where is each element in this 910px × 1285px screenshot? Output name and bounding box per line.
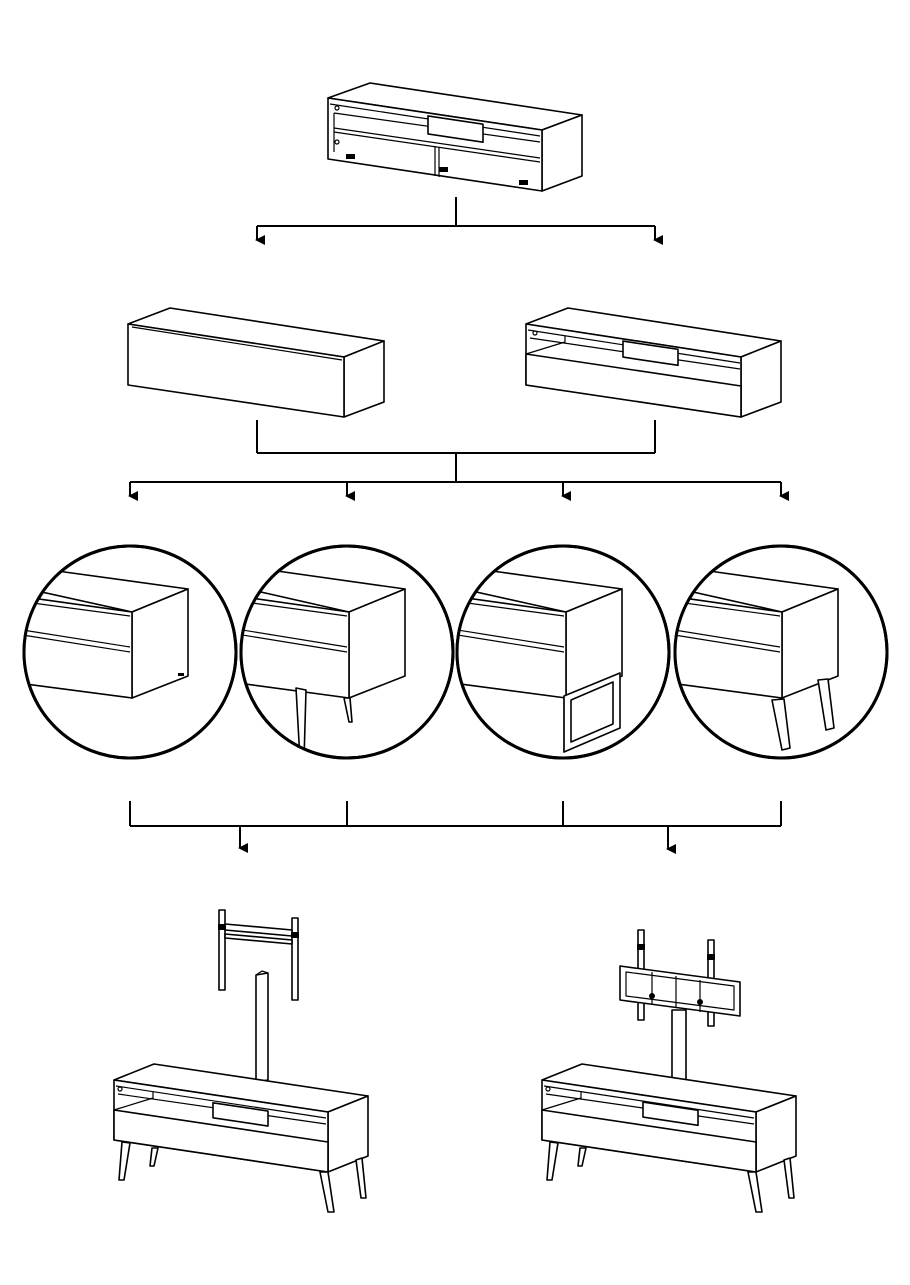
open-compartment-drawer-front xyxy=(526,308,781,417)
frame-legs-detail xyxy=(445,546,669,758)
tv-bracket-slim-column xyxy=(114,910,368,1212)
tapered-metal-legs-detail xyxy=(230,546,453,760)
wooden-splayed-legs-detail xyxy=(662,546,887,758)
connector-level-1 xyxy=(257,197,655,240)
connector-level-2 xyxy=(130,420,781,496)
no-legs-detail xyxy=(10,546,236,758)
base-cabinet xyxy=(328,83,582,191)
flap-door-front xyxy=(128,308,384,417)
tv-bracket-round-column xyxy=(542,930,796,1212)
connector-level-3 xyxy=(130,801,781,849)
